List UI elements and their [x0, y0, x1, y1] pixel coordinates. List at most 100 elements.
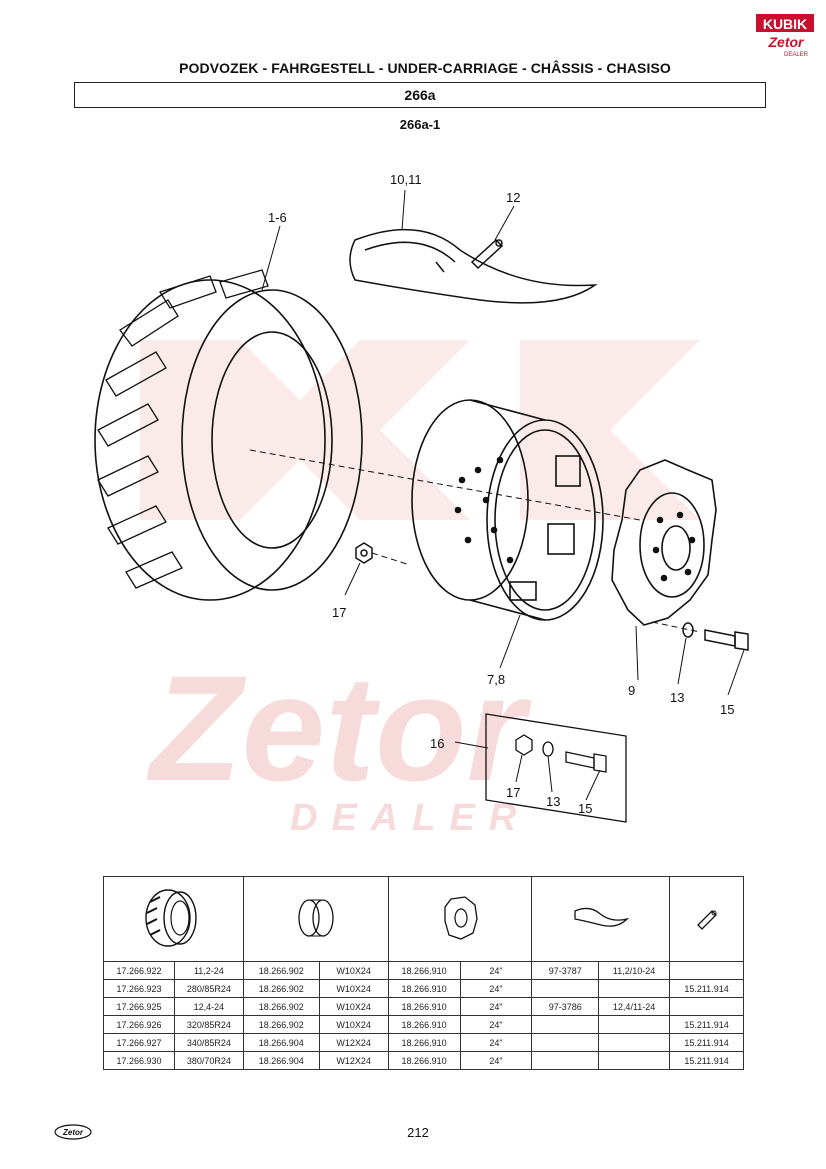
table-cell: 15.211.914	[669, 979, 744, 998]
table-cell	[531, 979, 600, 998]
table-row: 17.266.925 12,4-24 18.266.902 W10X24 18.…	[103, 997, 744, 1016]
table-cell: 17.266.926	[103, 1015, 175, 1034]
table-cell	[598, 1033, 671, 1052]
table-cell	[531, 1033, 600, 1052]
callout-9: 9	[628, 683, 635, 698]
valve-icon-cell	[669, 876, 744, 962]
table-cell: 17.266.930	[103, 1051, 175, 1070]
table-cell: 17.266.922	[103, 961, 175, 980]
table-cell: 18.266.910	[387, 997, 461, 1016]
table-cell: 18.266.910	[387, 979, 461, 998]
page-number: 212	[407, 1125, 429, 1140]
tyre-icon	[145, 889, 198, 947]
nut-part	[355, 542, 373, 564]
page-header-title: PODVOZEK - FAHRGESTELL - UNDER-CARRIAGE …	[179, 60, 671, 76]
table-cell	[531, 1015, 600, 1034]
table-row: 17.266.922 11,2-24 18.266.902 W10X24 18.…	[103, 961, 744, 980]
footer-logo-text: Zetor	[62, 1128, 84, 1137]
table-cell	[598, 1015, 671, 1034]
footer-zetor-logo: Zetor	[54, 1124, 92, 1140]
table-cell: 17.266.925	[103, 997, 175, 1016]
logo-kubik-text: KUBIK	[763, 16, 807, 32]
subsection-number: 266a-1	[399, 117, 441, 132]
watermark-zetor-text: Zetor	[146, 644, 533, 812]
valve-icon	[696, 910, 717, 930]
callout-7-8: 7,8	[487, 672, 505, 687]
table-cell: 24"	[459, 961, 533, 980]
table-cell: 18.266.910	[387, 961, 461, 980]
table-cell: 340/85R24	[173, 1033, 244, 1052]
callout-15-kit: 15	[578, 801, 592, 816]
callout-1-6: 1-6	[268, 210, 287, 225]
parts-table: 17.266.922 11,2-24 18.266.902 W10X24 18.…	[103, 876, 744, 1070]
table-cell: 18.266.910	[387, 1015, 461, 1034]
tube-icon-cell	[531, 876, 671, 962]
kubik-zetor-logo: KUBIK Zetor DEALER	[756, 14, 814, 58]
table-cell: W10X24	[318, 997, 389, 1016]
disc-icon-cell	[387, 876, 533, 962]
valve-part	[470, 238, 504, 270]
table-cell: 18.266.902	[242, 961, 320, 980]
tyre-part	[94, 269, 363, 601]
inner-tube-part	[349, 228, 598, 304]
table-cell: W10X24	[318, 979, 389, 998]
table-cell: 320/85R24	[173, 1015, 244, 1034]
table-cell: 11,2/10-24	[598, 961, 671, 980]
table-cell: 280/85R24	[173, 979, 244, 998]
zetor-watermark: Zetor DEALER	[140, 340, 700, 839]
callout-13-kit: 13	[546, 794, 560, 809]
callout-12: 12	[506, 190, 520, 205]
table-cell: 15.211.914	[669, 1051, 744, 1070]
inner-tube-icon	[574, 907, 629, 927]
table-cell: 24"	[459, 997, 533, 1016]
table-icon-row	[103, 876, 744, 962]
table-cell: W10X24	[318, 961, 389, 980]
table-cell: 17.266.923	[103, 979, 175, 998]
table-cell: 18.266.910	[387, 1033, 461, 1052]
callout-leaders	[261, 189, 745, 801]
table-row: 17.266.923 280/85R24 18.266.902 W10X24 1…	[103, 979, 744, 998]
table-cell: 18.266.904	[242, 1051, 320, 1070]
table-cell	[598, 1051, 671, 1070]
callout-16: 16	[430, 736, 444, 751]
table-row: 17.266.930 380/70R24 18.266.904 W12X24 1…	[103, 1051, 744, 1070]
watermark-dealer-text: DEALER	[290, 797, 530, 839]
table-cell: 24"	[459, 979, 533, 998]
table-row: 17.266.926 320/85R24 18.266.902 W10X24 1…	[103, 1015, 744, 1034]
table-cell: 18.266.902	[242, 997, 320, 1016]
table-cell: 11,2-24	[173, 961, 244, 980]
table-cell	[669, 961, 744, 980]
wheel-disc-part	[611, 459, 717, 626]
assembly-axis-line	[249, 449, 701, 633]
wheel-disc-icon	[444, 896, 478, 940]
table-cell	[531, 1051, 600, 1070]
table-cell: 17.266.927	[103, 1033, 175, 1052]
callout-17-kit: 17	[506, 785, 520, 800]
table-cell: 15.211.914	[669, 1033, 744, 1052]
table-cell: 24"	[459, 1051, 533, 1070]
table-cell	[669, 997, 744, 1016]
logo-zetor-text: Zetor	[768, 34, 806, 50]
table-row: 17.266.927 340/85R24 18.266.904 W12X24 1…	[103, 1033, 744, 1052]
section-number: 266a	[74, 82, 766, 108]
table-cell: 24"	[459, 1033, 533, 1052]
table-cell: 12,4-24	[173, 997, 244, 1016]
table-cell: 97-3786	[531, 997, 600, 1016]
table-cell: 18.266.902	[242, 1015, 320, 1034]
logo-dealer-text: DEALER	[784, 52, 809, 58]
table-cell: 18.266.904	[242, 1033, 320, 1052]
table-cell: 18.266.902	[242, 979, 320, 998]
table-cell	[598, 979, 671, 998]
table-cell: 12,4/11-24	[598, 997, 671, 1016]
table-cell: 380/70R24	[173, 1051, 244, 1070]
callout-17: 17	[332, 605, 346, 620]
table-cell: W12X24	[318, 1033, 389, 1052]
rim-icon-cell	[242, 876, 389, 962]
tyre-icon-cell	[103, 876, 244, 962]
table-cell: 18.266.910	[387, 1051, 461, 1070]
rim-part	[411, 399, 604, 621]
callout-10-11: 10,11	[390, 172, 422, 187]
bolt-assembly-part	[682, 622, 749, 651]
rim-icon	[298, 899, 334, 937]
exploded-wheel-diagram: Zetor DEALER	[94, 172, 749, 839]
